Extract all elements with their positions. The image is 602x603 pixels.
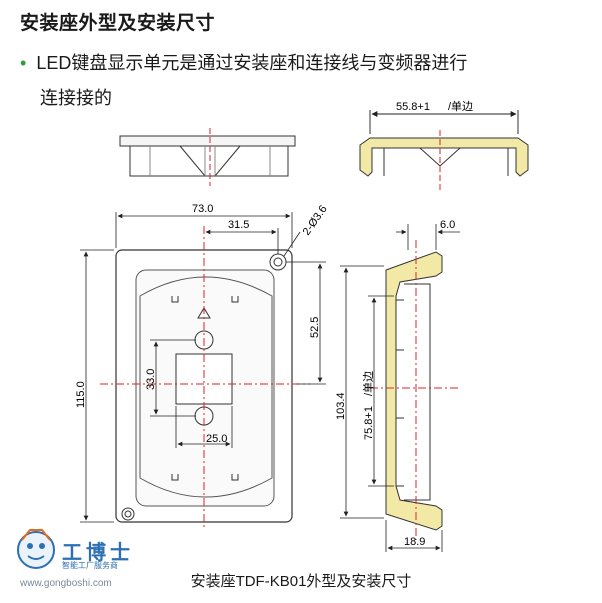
dim-side-103-4: 103.4 [335, 392, 347, 420]
front-view [100, 226, 310, 530]
logo-url: www.gongboshi.com [20, 578, 112, 589]
gongboshi-logo [17, 529, 55, 569]
dim-top-width: 55.8+1 [396, 101, 430, 113]
dim-width-73: 73.0 [192, 203, 213, 215]
dim-height-52-5: 52.5 [309, 317, 321, 338]
dim-top-unit: /单边 [448, 100, 473, 113]
top-elevation-view [119, 128, 296, 186]
bullet-text: LED键盘显示单元是通过安装座和连接线与变频器进行 [36, 53, 468, 73]
bullet-paragraph: • LED键盘显示单元是通过安装座和连接线与变频器进行 [20, 46, 590, 80]
logo-text: 工博士 [62, 542, 134, 564]
dim-width-31-5: 31.5 [228, 219, 249, 231]
dim-height-33: 33.0 [145, 369, 157, 390]
page-title: 安装座外型及安装尺寸 [20, 13, 216, 34]
dim-side-6: 6.0 [440, 219, 455, 231]
bullet-icon: • [20, 53, 27, 73]
mount-hole-icon [121, 507, 135, 521]
dim-width-25: 25.0 [206, 433, 227, 445]
logo-subtitle: 智能工厂服务商 [62, 561, 118, 570]
dim-side-18-9: 18.9 [404, 536, 425, 548]
dim-hole: 2-Ø3.6 [301, 203, 330, 237]
dim-height-115: 115.0 [75, 381, 87, 408]
dim-side-unit: /单边 [362, 371, 375, 396]
figure-caption: 安装座TDF-KB01外型及安装尺寸 [190, 573, 412, 590]
side-dimensions: 6.0 103.4 75.8+1 /单边 18.9 [335, 219, 460, 552]
dim-side-75-8: 75.8+1 [363, 406, 375, 440]
side-section-view [370, 240, 460, 540]
top-section-view: 55.8+1 /单边 [359, 100, 529, 190]
bullet-text-continued: 连接接的 [40, 88, 112, 108]
